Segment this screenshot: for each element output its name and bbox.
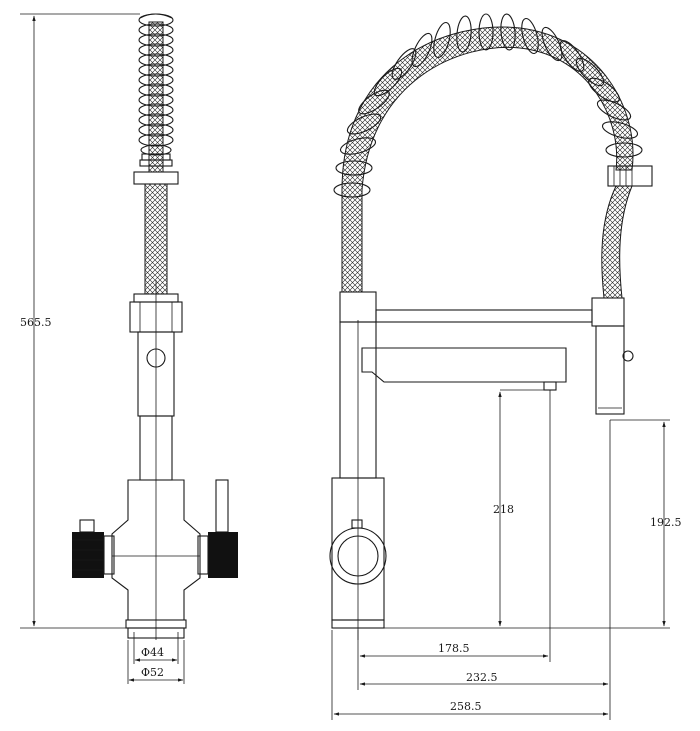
side-spring-coils (333, 13, 643, 198)
front-left-handle (72, 519, 115, 578)
side-column-top (339, 291, 377, 323)
side-arched-hose (341, 26, 634, 293)
dim-base-outer: Φ52 (141, 666, 164, 679)
front-view (72, 13, 238, 640)
dim-base-inner: Φ44 (141, 646, 164, 659)
side-spout (361, 347, 567, 383)
front-dimensions (20, 13, 185, 684)
dim-reach-spray: 232.5 (466, 671, 498, 684)
side-top-bar (375, 309, 593, 323)
side-aerator (543, 381, 557, 391)
side-spray-head (595, 325, 625, 415)
side-base (331, 619, 385, 629)
front-hose (144, 183, 168, 295)
dim-outlet-height: 218 (493, 503, 514, 516)
front-spray-collar (133, 171, 179, 185)
front-right-handle (197, 479, 238, 578)
side-spray-holder (591, 297, 625, 327)
side-handle-inner (337, 535, 379, 577)
dim-overall-width: 258.5 (450, 700, 482, 713)
dim-reach-spout: 178.5 (438, 642, 470, 655)
side-view (329, 13, 653, 640)
dim-overall-height: 565.5 (20, 316, 52, 329)
front-base (127, 627, 185, 639)
side-spray-hose (601, 185, 633, 299)
side-spray-button (622, 350, 634, 362)
front-spring-coil (138, 13, 174, 173)
side-dimensions (331, 389, 670, 720)
dim-spray-height: 192.5 (650, 516, 682, 529)
